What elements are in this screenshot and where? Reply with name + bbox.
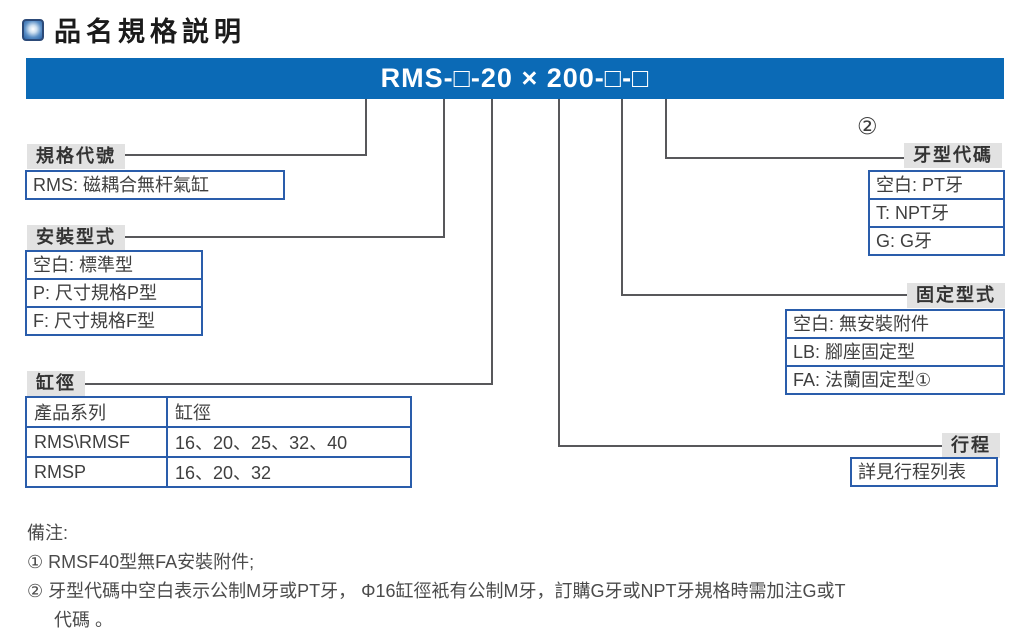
- leader-mounting-type: [100, 99, 445, 238]
- note-2-marker: ②: [857, 113, 878, 139]
- fixing-option: FA: 法蘭固定型①: [785, 365, 1005, 395]
- model-code: RMS-□-20 × 200-□-□: [380, 63, 650, 93]
- bore-table: 產品系列 缸徑 RMS\RMSF 16、20、25、32、40 RMSP 16、…: [25, 396, 412, 488]
- bore-table-row: RMS\RMSF 16、20、25、32、40: [25, 426, 412, 458]
- notes-heading: 備注:: [27, 523, 69, 543]
- bore-label: 缸徑: [27, 371, 85, 396]
- thread-option: G: G牙: [868, 226, 1005, 256]
- fixing-option: LB: 腳座固定型: [785, 337, 1005, 367]
- mounting-option: P: 尺寸規格P型: [25, 278, 203, 308]
- bore-table-row: RMSP 16、20、32: [25, 456, 412, 488]
- thread-code-options: 空白: PT牙 T: NPT牙 G: G牙: [868, 170, 1005, 256]
- fixing-option: 空白: 無安裝附件: [785, 309, 1005, 339]
- page-title: 品名規格説明: [54, 17, 246, 47]
- mounting-type-options: 空白: 標準型 P: 尺寸規格P型 F: 尺寸規格F型: [25, 250, 203, 336]
- spec-code-label: 規格代號: [27, 144, 125, 169]
- bore-table-header-cell: 缸徑: [166, 396, 412, 428]
- stroke-label: 行程: [942, 433, 1000, 458]
- bore-table-header-cell: 產品系列: [25, 396, 168, 428]
- bore-table-cell: 16、20、32: [166, 456, 412, 488]
- leader-thread-code: [665, 99, 940, 159]
- bore-table-cell: RMS\RMSF: [25, 426, 168, 458]
- spec-code-value: RMS: 磁耦合無杆氣缸: [25, 170, 285, 200]
- fixing-type-label: 固定型式: [907, 283, 1005, 308]
- note-line-continued: 代碼 。: [54, 610, 114, 630]
- thread-option: 空白: PT牙: [868, 170, 1005, 200]
- mounting-option: F: 尺寸規格F型: [25, 306, 203, 336]
- leader-bore: [50, 99, 493, 385]
- bore-table-cell: RMSP: [25, 456, 168, 488]
- leader-stroke: [558, 99, 960, 447]
- notes-block: 備注: ① RMSF40型無FA安裝附件; ② 牙型代碼中空白表示公制M牙或PT…: [27, 519, 846, 635]
- leader-fixing-type: [621, 99, 940, 296]
- mounting-type-label: 安裝型式: [27, 225, 125, 250]
- note-line: ② 牙型代碼中空白表示公制M牙或PT牙， Φ16缸徑衹有公制M牙，訂購G牙或NP…: [27, 581, 846, 601]
- stroke-value: 詳見行程列表: [850, 457, 998, 487]
- thread-option: T: NPT牙: [868, 198, 1005, 228]
- leader-spec-code: [100, 99, 367, 156]
- note-line: ① RMSF40型無FA安裝附件;: [27, 552, 255, 572]
- section-bullet-icon: [22, 18, 44, 41]
- model-code-banner: RMS-□-20 × 200-□-□: [26, 58, 1004, 99]
- section-header: 品名規格説明: [22, 10, 246, 49]
- bore-table-header-row: 產品系列 缸徑: [25, 396, 412, 428]
- mounting-option: 空白: 標準型: [25, 250, 203, 280]
- bore-table-cell: 16、20、25、32、40: [166, 426, 412, 458]
- thread-code-label: 牙型代碼: [904, 143, 1002, 168]
- fixing-type-options: 空白: 無安裝附件 LB: 腳座固定型 FA: 法蘭固定型①: [785, 309, 1005, 395]
